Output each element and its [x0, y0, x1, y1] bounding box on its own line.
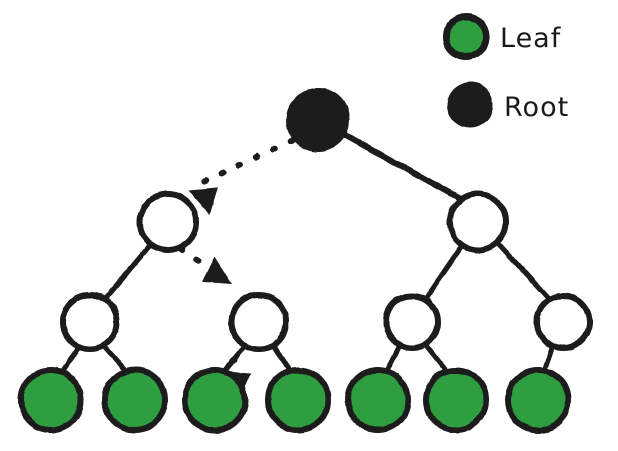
- tree-node-leaf[interactable]: [265, 367, 331, 433]
- legend-label-leaf: Leaf: [500, 23, 562, 54]
- tree-edge: [422, 240, 467, 303]
- node-circle[interactable]: [60, 292, 120, 352]
- tree-edge: [101, 343, 130, 375]
- arrowhead-icon: [188, 187, 218, 215]
- legend-swatch-root-icon: [447, 82, 493, 128]
- dotted-line: [192, 137, 295, 189]
- tree-node-root[interactable]: [286, 88, 350, 152]
- traversal-arrow: [188, 137, 295, 215]
- tree-node-leaf[interactable]: [18, 367, 84, 433]
- node-circle[interactable]: [265, 367, 331, 433]
- node-circle[interactable]: [505, 367, 571, 433]
- tree-node-internal[interactable]: [60, 292, 120, 352]
- legend-label-root: Root: [504, 92, 569, 123]
- tree-node-internal[interactable]: [137, 191, 199, 253]
- node-circle[interactable]: [137, 191, 199, 253]
- nodes-layer: [18, 88, 592, 433]
- node-circle[interactable]: [447, 191, 509, 253]
- tree-edge: [541, 342, 556, 375]
- tree-node-leaf[interactable]: [423, 367, 489, 433]
- tree-node-internal[interactable]: [447, 191, 509, 253]
- node-circle[interactable]: [229, 292, 289, 352]
- edges-layer: [59, 132, 556, 376]
- node-circle[interactable]: [383, 293, 441, 351]
- tree-node-leaf[interactable]: [505, 367, 571, 433]
- node-circle[interactable]: [18, 367, 84, 433]
- tree-edge: [383, 342, 403, 376]
- tree-edge: [59, 344, 82, 375]
- tree-node-internal[interactable]: [383, 293, 441, 351]
- tree-node-leaf[interactable]: [102, 367, 168, 433]
- node-circle[interactable]: [182, 367, 248, 433]
- legend-item-leaf: Leaf: [442, 13, 562, 61]
- legend-item-root: Root: [447, 82, 569, 128]
- tree-edge: [101, 240, 155, 303]
- node-circle[interactable]: [286, 88, 350, 152]
- arrowhead-icon: [202, 256, 232, 284]
- traversal-arrows-layer: [178, 137, 295, 399]
- tree-edge: [271, 343, 294, 375]
- node-circle[interactable]: [345, 367, 411, 433]
- tree-edge: [423, 342, 451, 376]
- tree-edge: [492, 237, 554, 304]
- traversal-arrow: [178, 246, 232, 284]
- node-circle[interactable]: [534, 293, 592, 351]
- tree-node-internal[interactable]: [229, 292, 289, 352]
- legend-swatch-leaf-icon: [442, 13, 490, 61]
- node-circle[interactable]: [423, 367, 489, 433]
- dotted-line: [221, 357, 237, 371]
- tree-node-leaf[interactable]: [182, 367, 248, 433]
- node-circle[interactable]: [102, 367, 168, 433]
- tree-node-internal[interactable]: [534, 293, 592, 351]
- tree-edge: [342, 132, 466, 203]
- tree-node-leaf[interactable]: [345, 367, 411, 433]
